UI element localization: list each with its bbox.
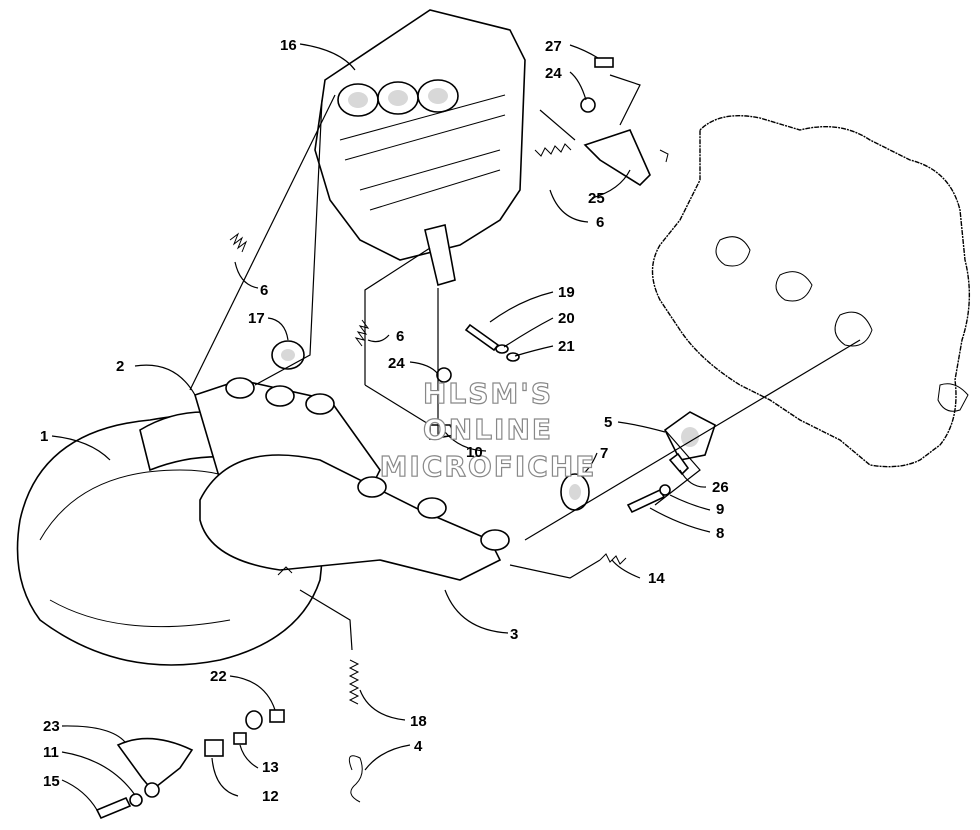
callout-27: 27 — [545, 38, 562, 55]
callout-15: 15 — [43, 773, 60, 790]
watermark-line-1: HLSM'S — [423, 377, 553, 410]
mounting-bracket — [580, 57, 669, 187]
callout-1: 1 — [40, 428, 48, 445]
callout-3: 3 — [510, 626, 518, 643]
callout-17: 17 — [248, 310, 265, 327]
callout-24-center: 24 — [388, 355, 405, 372]
watermark-line-2: ONLINE — [423, 413, 553, 446]
callout-26: 26 — [712, 479, 729, 496]
engine-block-outline — [651, 115, 971, 468]
callout-11: 11 — [43, 744, 59, 761]
head-pipe — [199, 454, 510, 581]
callout-9: 9 — [716, 501, 724, 518]
callout-2: 2 — [116, 358, 124, 375]
callout-4: 4 — [414, 738, 423, 755]
springs — [229, 143, 627, 803]
callout-labels: 1 2 3 4 5 6 6 6 7 8 9 10 11 12 13 14 15 … — [40, 37, 729, 805]
callout-6-right: 6 — [596, 214, 604, 231]
callout-14: 14 — [648, 570, 665, 587]
callout-25: 25 — [588, 190, 605, 207]
callout-5: 5 — [604, 414, 612, 431]
callout-18: 18 — [410, 713, 427, 730]
callout-6-center: 6 — [396, 328, 404, 345]
leader-lines — [51, 43, 861, 811]
callout-8: 8 — [716, 525, 724, 542]
callout-20: 20 — [558, 310, 575, 327]
callout-10: 10 — [466, 444, 483, 461]
watermark: HLSM'S ONLINE MICROFICHE — [379, 376, 597, 483]
callout-23: 23 — [43, 718, 60, 735]
callout-19: 19 — [558, 284, 575, 301]
callout-16: 16 — [280, 37, 297, 54]
small-hardware — [95, 323, 690, 820]
callout-21: 21 — [558, 338, 575, 355]
watermark-line-3: MICROFICHE — [380, 450, 597, 483]
callout-24-top: 24 — [545, 65, 562, 82]
callout-22: 22 — [210, 668, 227, 685]
air-silencer-box — [314, 9, 526, 287]
callout-7: 7 — [600, 445, 608, 462]
callout-13: 13 — [262, 759, 279, 776]
callout-12: 12 — [262, 788, 279, 805]
callout-6-left: 6 — [260, 282, 268, 299]
